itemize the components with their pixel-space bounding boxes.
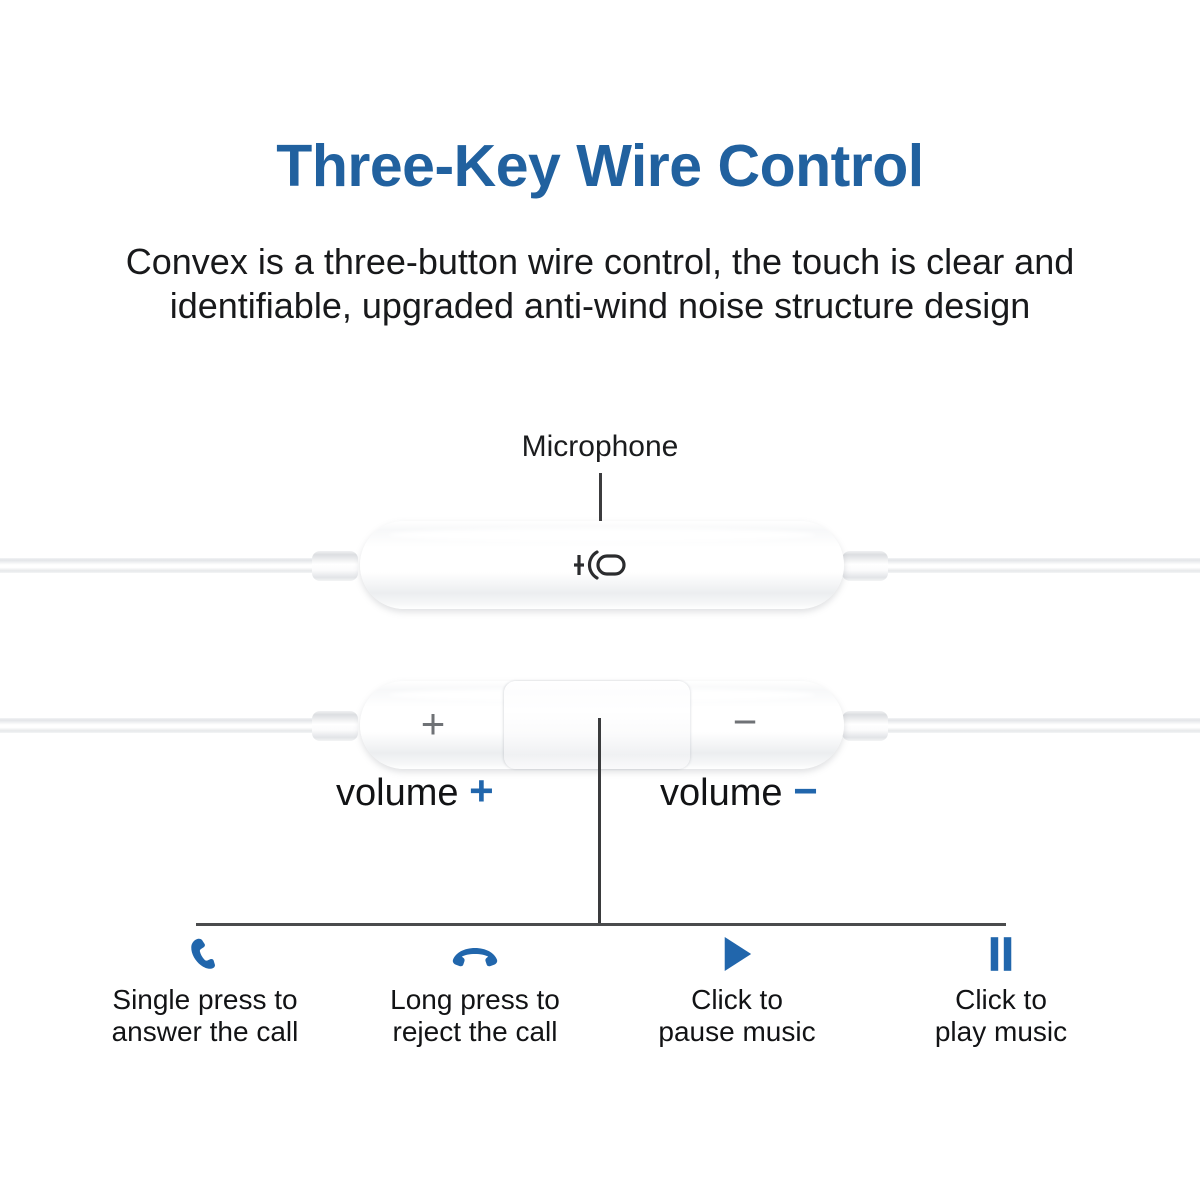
- microphone-leader-line: [599, 473, 602, 528]
- feature-reject-call: Long press to reject the call: [350, 930, 600, 1048]
- feature-caption: Long press to reject the call: [350, 984, 600, 1048]
- feature-play-music: Click to play music: [876, 930, 1126, 1048]
- feature-pause-music: Click to pause music: [612, 930, 862, 1048]
- cable-collar-left-bottom: [312, 711, 358, 741]
- pause-icon: [876, 930, 1126, 978]
- feature-caption-line2: play music: [934, 1016, 1068, 1047]
- feature-caption: Click to play music: [876, 984, 1126, 1048]
- cable-left-bottom: [0, 718, 316, 733]
- play-icon: [612, 930, 862, 978]
- cable-right-bottom: [888, 718, 1200, 733]
- center-button[interactable]: [504, 681, 690, 769]
- feature-bracket-line: [196, 923, 1006, 926]
- cable-collar-left-top: [312, 551, 358, 581]
- center-button-leader-line: [598, 718, 601, 925]
- cable-right-top: [888, 558, 1200, 573]
- page-title: Three-Key Wire Control: [276, 133, 924, 199]
- cable-collar-right-top: [842, 551, 888, 581]
- feature-answer-call: Single press to answer the call: [80, 930, 330, 1048]
- volume-down-label-symbol: −: [793, 767, 818, 814]
- feature-caption: Single press to answer the call: [80, 984, 330, 1048]
- feature-caption-line1: Single press to: [112, 984, 298, 1015]
- page-subtitle: Convex is a three-button wire control, t…: [125, 241, 1075, 326]
- cable-collar-right-bottom: [842, 711, 888, 741]
- feature-caption-line1: Long press to: [390, 984, 560, 1015]
- feature-caption-line2: reject the call: [392, 1016, 558, 1047]
- phone-hangup-icon: [350, 930, 600, 978]
- feature-caption-line1: Click to: [691, 984, 783, 1015]
- feature-caption-line1: Click to: [955, 984, 1047, 1015]
- phone-handset-icon: [80, 930, 330, 978]
- feature-caption-line2: pause music: [658, 1016, 816, 1047]
- volume-up-label: volume +: [336, 767, 494, 815]
- volume-up-button[interactable]: +: [420, 700, 446, 747]
- feature-caption-line2: answer the call: [111, 1016, 299, 1047]
- feature-caption: Click to pause music: [612, 984, 862, 1048]
- remote-highlight: [388, 528, 816, 542]
- volume-up-label-text: volume: [336, 772, 459, 814]
- cable-left-top: [0, 558, 316, 573]
- microphone-remote-body: [360, 521, 844, 609]
- volume-up-label-symbol: +: [469, 767, 494, 814]
- volume-down-button[interactable]: −: [732, 698, 758, 745]
- volume-down-label-text: volume: [660, 772, 783, 814]
- microphone-icon: [570, 543, 630, 587]
- volume-down-label: volume −: [660, 767, 818, 815]
- microphone-callout-label: Microphone: [521, 430, 679, 463]
